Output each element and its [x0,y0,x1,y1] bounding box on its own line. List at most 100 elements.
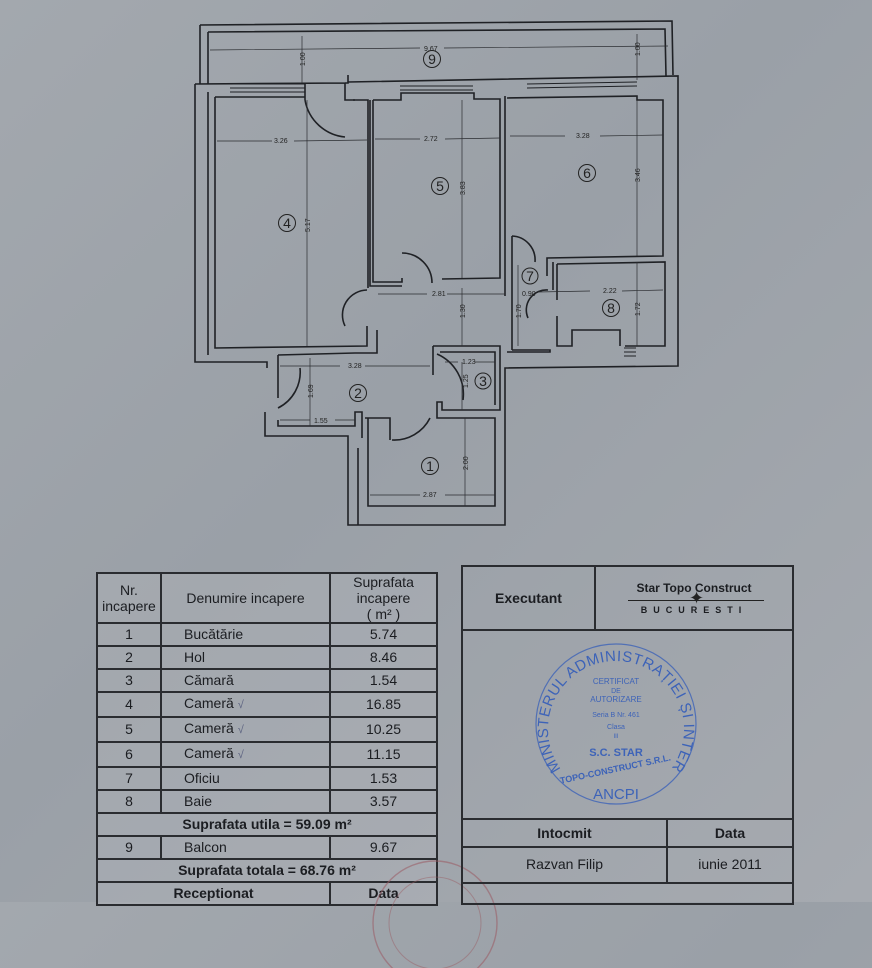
prepared-header-row: Intocmit Data [463,818,792,848]
dim-room8-length: 1.72 [635,302,642,316]
dim-kitchen-length: 2.00 [463,456,470,470]
dim-room4-width: 3.26 [274,138,288,145]
executant-block: Executant Star Topo Construct ✦ BUCUREST… [461,565,794,905]
row-name: Cameră [184,720,234,736]
row-area: 9.67 [329,835,438,860]
prepared-date-label: Data [714,825,746,841]
table-row: 1 Bucătărie 5.74 [96,622,438,647]
stamp-serial: Seria B Nr. 461 [592,712,640,719]
header-area-label: Suprafata incapere [353,574,414,606]
row-name: Bucătărie [160,622,331,647]
dim-room8-width: 2.22 [603,288,617,295]
dim-hall-width: 3.28 [348,363,362,370]
table-row: 5 Cameră√ 10.25 [96,716,438,743]
dim-room7-length: 1.70 [516,304,523,318]
received-date-label: Data [329,881,438,906]
row-name: Oficiu [160,766,331,791]
row-nr: 5 [96,716,162,743]
row-nr: 2 [96,645,162,670]
row-area: 11.15 [329,741,438,768]
table-row-balcony: 9 Balcon 9.67 [96,835,438,860]
row-area: 16.85 [329,691,438,718]
company-logo: Star Topo Construct ✦ BUCURESTI [596,567,792,629]
dim-corridor-length: 1.30 [460,304,467,318]
header-nr: Nr. incapere [96,572,162,624]
table-row: 2 Hol 8.46 [96,645,438,670]
dim-room5-length: 3.83 [460,181,467,195]
door-room-6 [511,235,536,263]
executant-row: Executant Star Topo Construct ✦ BUCUREST… [463,567,792,631]
door-room-8 [525,289,549,319]
table-row: 8 Baie 3.57 [96,789,438,814]
company-name: Star Topo Construct [636,581,752,595]
dim-kitchen-width: 2.87 [423,492,437,499]
dim-balcony-depth-left: 1.00 [300,52,307,66]
dim-room6-width: 3.28 [576,133,590,140]
row-name: Balcon [160,835,331,860]
row-name: Cămară [160,668,331,693]
row-nr: 3 [96,668,162,693]
stamp-class-label: Clasa [607,724,625,731]
dim-hall-width2: 1.55 [314,418,328,425]
door-kitchen [391,417,431,441]
table-row: 6 Cameră√ 11.15 [96,741,438,768]
useful-area-row: Suprafata utila = 59.09 m² [96,812,438,837]
row-name: Cameră [184,745,234,761]
room-7-walls [511,236,554,350]
ancpi-authorization-stamp: MINISTERUL ADMINISTRAȚIEI ȘI INTERNELOR … [531,639,697,805]
stamp-line1: CERTIFICAT [593,677,639,686]
door-pantry [436,353,465,401]
row-name: Hol [160,645,331,670]
dim-room7-width: 0.90 [522,291,536,298]
row-nr: 6 [96,741,162,768]
row-nr: 1 [96,622,162,647]
hall-walls [277,330,551,438]
balcony-outline [199,20,674,84]
row-nr: 7 [96,766,162,791]
row-name-cell: Cameră√ [160,741,331,768]
stamp-agency: ANCPI [593,786,639,803]
header-name: Denumire incapere [160,572,331,624]
dim-pantry-width: 1.23 [462,359,476,366]
row-area: 8.46 [329,645,438,670]
prepared-by: Razvan Filip [463,846,668,882]
door-room-5 [401,252,433,284]
table-header-row: Nr. incapere Denumire incapere Suprafata… [96,572,438,624]
row-area: 1.53 [329,766,438,791]
room-number-8: 8 [607,300,615,316]
room-number-9: 9 [428,51,436,67]
room-8-walls [556,261,666,347]
room-6-walls [504,95,664,296]
row-nr: 4 [96,691,162,718]
door-balcony [304,99,346,138]
total-area-row: Suprafata totala = 68.76 m² [96,858,438,883]
header-area-unit: ( m² ) [366,606,401,622]
stamp-company1: S.C. STAR [589,747,643,759]
row-name-cell: Cameră√ [160,716,331,743]
kitchen-walls [365,412,496,507]
room-5-walls [369,92,501,287]
room-number-3: 3 [479,373,487,389]
pantry-walls [432,345,501,412]
header-area: Suprafata incapere ( m² ) [329,572,438,624]
room-number-1: 1 [426,458,434,474]
room-number-5: 5 [436,178,444,194]
prepared-value-row: Razvan Filip iunie 2011 [463,846,792,884]
dim-balcony-depth-right: 1.00 [635,42,642,56]
dim-room6-length: 3.46 [635,168,642,182]
row-name: Cameră [184,695,234,711]
logo-rule [628,600,764,601]
row-name-cell: Cameră√ [160,691,331,718]
dim-balcony-width: 9.67 [424,46,438,53]
row-area: 3.57 [329,789,438,814]
room-number-2: 2 [354,385,362,401]
executant-label: Executant [463,567,596,629]
room-number-7: 7 [526,268,534,284]
company-city: BUCURESTI [640,605,748,615]
row-area: 5.74 [329,622,438,647]
prepared-label: Intocmit [463,820,668,846]
handwritten-check-icon: √ [237,724,244,736]
room-number-4: 4 [283,215,291,231]
dim-corridor-width: 2.81 [432,291,446,298]
stamp-class-value: III [613,734,618,740]
